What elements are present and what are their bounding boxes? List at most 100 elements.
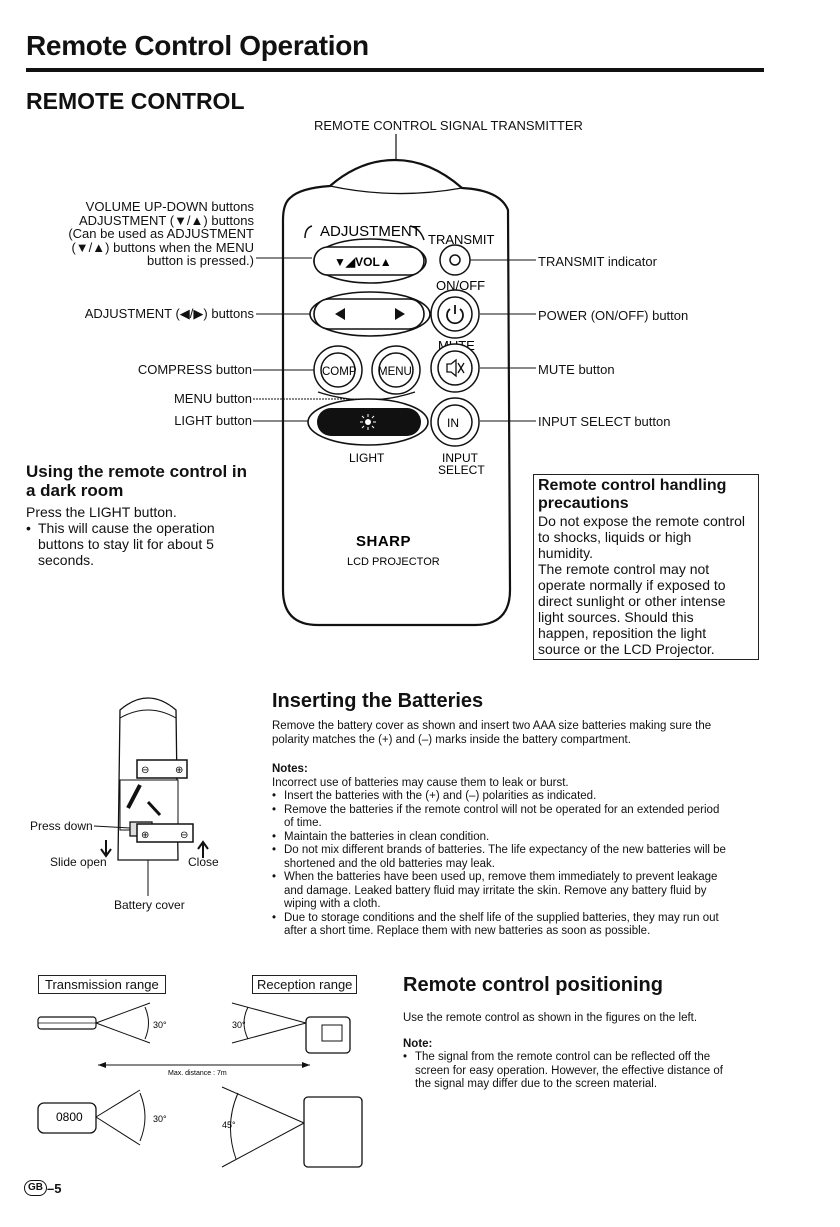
mute-button[interactable] — [430, 343, 480, 393]
precautions-heading-line: Remote control handling — [538, 477, 727, 494]
angle-30-label: 30° — [232, 1020, 246, 1030]
light-label: LIGHT button — [174, 413, 252, 428]
dark-room-bullet: • This will cause the operation buttons … — [26, 520, 266, 568]
power-button[interactable] — [430, 289, 480, 339]
page-title: Remote Control Operation — [26, 30, 369, 61]
note-line: Insert the batteries with the (+) and (–… — [284, 790, 597, 802]
section-title: REMOTE CONTROL — [26, 88, 245, 114]
note-line: and damage. Leaked battery fluid may irr… — [284, 884, 707, 897]
precautions-line: Do not expose the remote control — [538, 513, 746, 529]
positioning-note-line: screen for easy operation. However, the … — [415, 1064, 723, 1077]
transmission-range-label: Transmission range — [38, 975, 166, 994]
onoff-text: ON/OFF — [436, 278, 485, 293]
input-select-label: INPUT SELECT button — [538, 414, 671, 429]
dark-room-bullet-line: This will cause the operation — [38, 520, 215, 536]
right-arrow-icon — [395, 308, 405, 320]
notes-label: Notes: — [272, 763, 308, 775]
volume-label-line: (Can be used as ADJUSTMENT — [68, 226, 254, 241]
power-label: POWER (ON/OFF) button — [538, 308, 689, 323]
battery-diagram: ⊖⊕ ⊕⊖ — [93, 697, 209, 896]
precautions-heading-line: precautions — [538, 495, 629, 512]
input-text: INPUT — [442, 451, 479, 465]
note-line: Do not mix different brands of batteries… — [284, 844, 726, 856]
positioning-note-line: The signal from the remote control can b… — [415, 1051, 711, 1063]
comp-text: COMP — [322, 366, 357, 378]
menu-label: MENU button — [173, 391, 252, 406]
max-distance-label: Max. distance : 7m — [168, 1070, 227, 1077]
range-diagram: 30° 30° Max. distance : 7m 0800 30° 45° — [37, 1002, 363, 1168]
light-icon — [365, 419, 371, 425]
transmit-indicator — [439, 244, 471, 276]
dark-room-line: Press the LIGHT button. — [26, 504, 177, 520]
volume-label-line: (▼/▲) buttons when the MENU — [71, 239, 254, 255]
battery-cover-label: Battery cover — [114, 898, 185, 912]
note-line: shortened and the old batteries may leak… — [284, 857, 495, 870]
volume-label-line: ADJUSTMENT (▼/▲) buttons — [78, 212, 254, 228]
positioning-line: Use the remote control as shown in the f… — [403, 1012, 698, 1024]
note-line: Maintain the batteries in clean conditio… — [284, 830, 490, 843]
positioning-note-label: Note: — [403, 1037, 433, 1050]
note-item: When the batteries have been used up, re… — [272, 871, 764, 912]
transmit-indicator-label: TRANSMIT indicator — [538, 254, 657, 269]
dark-room-section: Using the remote control in a dark room … — [26, 462, 266, 568]
note-line: wiping with a cloth. — [284, 898, 381, 910]
product-text: LCD PROJECTOR — [347, 556, 440, 568]
dark-room-body: Press the LIGHT button. • This will caus… — [26, 504, 266, 568]
svg-text:⊕: ⊕ — [141, 830, 149, 841]
volume-label: VOLUME UP-DOWN buttons ADJUSTMENT (▼/▲) … — [40, 200, 254, 268]
slide-open-arrow-icon — [100, 840, 112, 858]
light-button[interactable] — [307, 398, 429, 446]
precautions-line: direct sunlight or other intense — [538, 593, 726, 609]
positioning-body: Use the remote control as shown in the f… — [403, 1012, 763, 1092]
volume-label-line: VOLUME UP-DOWN buttons — [85, 199, 254, 214]
menu-text: MENU — [378, 366, 412, 378]
volume-buttons[interactable]: ▼◢VOL▲ — [313, 238, 427, 284]
precautions-line: light sources. Should this — [538, 609, 694, 625]
press-down-label: Press down — [30, 819, 93, 833]
precautions-line: source or the LCD Projector. — [538, 641, 715, 657]
page-badge: GB — [24, 1180, 47, 1196]
positioning-note-line: the signal may differ due to the screen … — [415, 1078, 658, 1090]
title-rule — [26, 68, 764, 72]
light-text: LIGHT — [349, 451, 385, 465]
remote-control-diagram: ADJUSTMENT TRANSMIT ▼◢VOL▲ ON/OFF MUTE C… — [253, 134, 536, 627]
batteries-intro-line: Remove the battery cover as shown and in… — [272, 720, 712, 732]
angle-30-label: 30° — [153, 1114, 167, 1124]
batteries-heading: Inserting the Batteries — [272, 690, 484, 712]
note-item: Maintain the batteries in clean conditio… — [272, 831, 764, 845]
svg-text:⊕: ⊕ — [175, 765, 183, 776]
precautions-line: humidity. — [538, 545, 593, 561]
note-line: after a short time. Replace them with ne… — [284, 925, 651, 937]
note-line: of time. — [284, 817, 322, 829]
svg-text:⊖: ⊖ — [180, 830, 188, 841]
notes-intro: Incorrect use of batteries may cause the… — [272, 776, 569, 789]
note-item: Remove the batteries if the remote contr… — [272, 804, 764, 831]
vol-text: ▼◢VOL▲ — [334, 255, 392, 269]
note-item: Do not mix different brands of batteries… — [272, 844, 764, 871]
precautions-line: The remote control may not — [538, 561, 710, 577]
precautions-line: operate normally if exposed to — [538, 577, 726, 593]
note-line: When the batteries have been used up, re… — [284, 871, 718, 883]
adjustment-lr-buttons[interactable] — [309, 291, 431, 337]
adjustment-text: ADJUSTMENT — [320, 223, 421, 240]
transmitter-label: REMOTE CONTROL SIGNAL TRANSMITTER — [314, 118, 583, 133]
reception-range-label: Reception range — [252, 975, 358, 994]
compress-button[interactable]: COMP — [313, 345, 363, 395]
adjustment-lr-label: ADJUSTMENT (◀/▶) buttons — [84, 306, 254, 321]
brand-logo: SHARP — [356, 533, 411, 550]
precautions-line: to shocks, liquids or high — [538, 529, 692, 545]
dark-room-heading: Using the remote control in a dark room — [26, 462, 266, 500]
page-number: GB –5 — [24, 1180, 61, 1196]
batteries-notes: Notes: Incorrect use of batteries may ca… — [272, 763, 764, 939]
menu-button[interactable]: MENU — [371, 345, 421, 395]
close-arrow-icon — [197, 840, 209, 858]
power-icon — [446, 308, 464, 325]
close-label: Close — [188, 855, 219, 869]
in-text: IN — [447, 416, 459, 430]
precautions-line: happen, reposition the light — [538, 625, 707, 641]
input-select-button[interactable]: IN — [430, 397, 480, 447]
note-item: Due to storage conditions and the shelf … — [272, 912, 764, 939]
volume-label-line: button is pressed.) — [147, 253, 254, 268]
left-arrow-icon — [335, 308, 345, 320]
